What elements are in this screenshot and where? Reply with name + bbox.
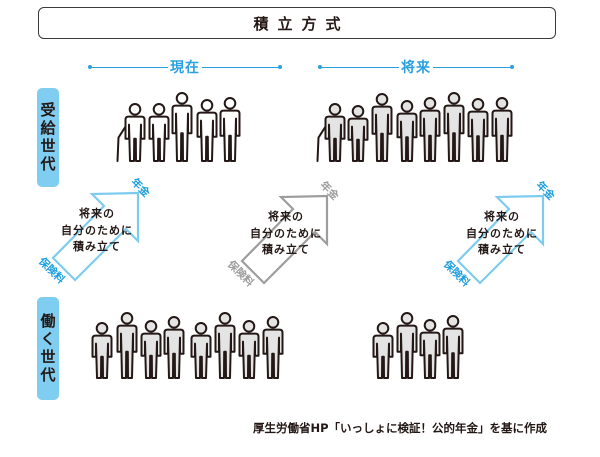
arrow-text-line: 積み立て	[73, 240, 121, 253]
future-recipient-figure-head	[375, 93, 389, 106]
cane-icon	[316, 125, 327, 162]
future-recipient-figure-head	[447, 92, 461, 105]
arrow-2	[240, 194, 329, 285]
current-worker-figure-head	[242, 320, 256, 333]
current-worker-figure-head	[167, 316, 181, 329]
future-recipient-figure-head	[495, 97, 509, 110]
future-worker-figure	[442, 327, 464, 379]
future-worker-figure	[372, 334, 394, 379]
future-worker-figure-head	[446, 315, 460, 328]
arrow-1-text: 将来の自分のために積み立て	[47, 206, 147, 256]
future-worker-figure-head	[376, 322, 390, 335]
arrow-text-line: 将来の	[268, 210, 304, 223]
future-recipient-figure	[324, 115, 346, 162]
future-worker-figure	[419, 331, 441, 379]
future-worker-figure-head	[400, 312, 414, 325]
future-recipient-figure	[467, 110, 489, 162]
future-recipient-figure-head	[351, 105, 365, 118]
future-recipient-figure	[491, 109, 513, 162]
current-worker-figure	[116, 324, 138, 379]
future-worker-figure-head	[423, 319, 437, 332]
current-worker-figure	[163, 328, 185, 379]
arrow-text-line: 自分のために	[61, 223, 133, 237]
current-recipient-figure-head	[152, 103, 166, 116]
side-label-recipients: 受給世代	[37, 88, 59, 187]
future-recipient-figure	[347, 117, 369, 162]
future-recipient-figure-head	[400, 100, 414, 113]
current-worker-figure-head	[266, 316, 280, 329]
current-worker-figure	[214, 324, 236, 379]
current-worker-figure-head	[194, 322, 208, 335]
arrow-text-line: 将来の	[79, 207, 115, 220]
future-recipient-figure	[371, 105, 393, 162]
period-current: 現在	[88, 58, 282, 76]
current-worker-figure-head	[95, 322, 109, 335]
side-label-workers: 働く世代	[37, 297, 59, 400]
future-worker-figure	[396, 324, 418, 379]
cane-icon	[116, 125, 127, 162]
future-recipient-figure	[419, 109, 441, 162]
side-label-recipients-text: 受給世代	[38, 101, 57, 174]
arrow-2-text: 将来の自分のために積み立て	[236, 209, 336, 259]
arrow-text-line: 将来の	[484, 210, 520, 223]
source-caption: 厚生労働省HP「いっしょに検証！公的年金」を基に作成	[253, 421, 548, 435]
arrow-text-line: 積み立て	[262, 243, 310, 256]
side-label-workers-text: 働く世代	[38, 312, 57, 385]
period-future-label: 将来	[401, 60, 431, 76]
page-title: 積立方式	[253, 14, 350, 33]
current-worker-figure	[190, 334, 212, 379]
arrow-3-text: 将来の自分のために積み立て	[452, 209, 552, 259]
current-recipient-figure	[124, 115, 146, 162]
arrow-3	[456, 194, 545, 285]
current-worker-figure-head	[120, 312, 134, 325]
future-recipient-figure-head	[423, 97, 437, 110]
current-worker-figure	[91, 334, 113, 379]
current-worker-figure-head	[144, 320, 158, 333]
current-worker-figure-head	[218, 312, 232, 325]
future-recipient-figure-head	[471, 98, 485, 111]
current-recipient-figure-head	[175, 92, 189, 105]
period-future: 将来	[318, 58, 514, 76]
current-recipient-figure-head	[223, 97, 237, 110]
future-recipient-figure-head	[328, 103, 342, 116]
current-recipient-figure-head	[200, 99, 214, 112]
arrow-text-line: 自分のために	[466, 226, 538, 240]
current-worker-figure	[238, 332, 260, 379]
current-worker-figure	[262, 328, 284, 379]
current-recipient-figure	[171, 104, 193, 162]
arrow-text-line: 自分のために	[250, 226, 322, 240]
future-recipient-figure	[396, 112, 418, 162]
arrow-text-line: 積み立て	[478, 243, 526, 256]
title-box: 積立方式	[38, 7, 556, 39]
current-recipient-figure	[219, 109, 241, 162]
current-recipient-figure-head	[128, 103, 142, 116]
future-recipient-figure	[443, 104, 465, 162]
current-recipient-figure	[148, 115, 170, 162]
current-worker-figure	[140, 332, 162, 379]
period-current-label: 現在	[170, 60, 200, 76]
arrow-1	[51, 191, 140, 282]
current-recipient-figure	[196, 111, 218, 162]
